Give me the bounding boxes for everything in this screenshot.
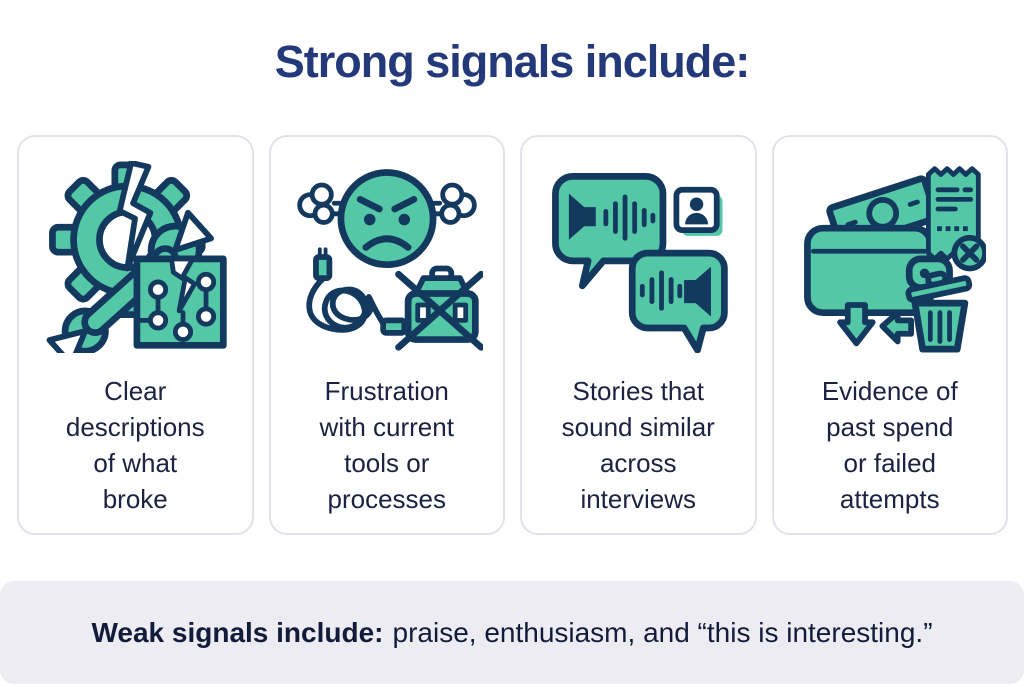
card-label: Stories that sound similar across interv… [561,376,715,514]
card-label: Frustration with current tools or proces… [319,376,454,514]
wallet-receipt-trash-icon [794,161,986,353]
speech-bubbles-waveform-icon [542,161,734,353]
weak-signals-label: Weak signals include: [91,616,384,648]
weak-signals-text: praise, enthusiasm, and “this is interes… [392,616,933,648]
card-label: Evidence of past spend or failed attempt… [821,376,958,514]
weak-signals-bar: Weak signals include: praise, enthusiasm… [0,581,1024,684]
signal-cards-row: Clear descriptions of what broke [17,135,1008,535]
card-similar-stories: Stories that sound similar across interv… [520,135,757,535]
card-frustration: Frustration with current tools or proces… [268,135,505,535]
page-title: Strong signals include: [274,36,751,87]
broken-gear-wrench-circuit-icon [39,161,231,353]
card-label: Clear descriptions of what broke [65,376,205,514]
card-what-broke: Clear descriptions of what broke [17,135,254,535]
angry-face-tangled-cable-toolbox-icon [291,161,483,353]
card-past-spend: Evidence of past spend or failed attempt… [771,135,1008,535]
